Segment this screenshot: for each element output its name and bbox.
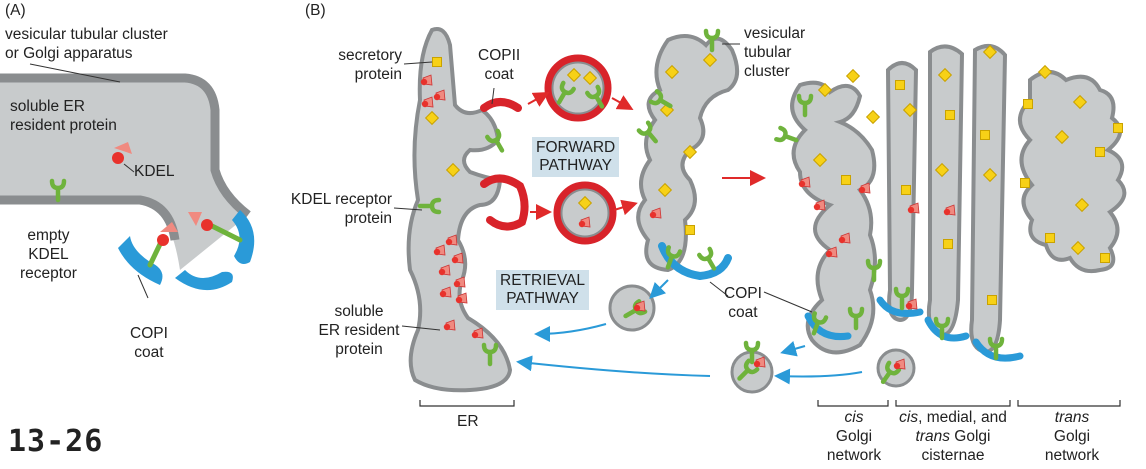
retrieval-arrows xyxy=(516,279,863,385)
copii-vesicle-1 xyxy=(544,54,612,122)
panel-a-membrane xyxy=(0,73,251,270)
copi-vesicle-3 xyxy=(878,348,916,386)
copii-vesicle-2 xyxy=(553,181,617,245)
cis-golgi-network xyxy=(790,80,877,355)
golgi-cisternae xyxy=(885,44,1008,355)
forward-arrows xyxy=(527,92,766,220)
panel-a-receptors xyxy=(52,181,243,268)
panel-a-soluble-protein xyxy=(112,142,135,173)
figure-number: 13-26 xyxy=(8,424,104,459)
brackets xyxy=(419,400,1121,407)
kdel-label: KDEL xyxy=(134,163,175,180)
trans-golgi-network xyxy=(1018,70,1127,274)
panel-a-tag: (A) xyxy=(5,2,26,19)
panel-b-tag: (B) xyxy=(305,2,326,19)
panel-a-leader-lines xyxy=(29,63,149,299)
copi-vesicle-1 xyxy=(608,284,656,332)
panel-a-copi-coat xyxy=(118,210,255,291)
er-label: ER xyxy=(457,413,479,430)
golgi-cisternae-label: cis, medial, and trans Golgi cisternae xyxy=(899,409,1007,464)
cargo-proteins xyxy=(425,45,1123,305)
leader-lines xyxy=(393,43,813,331)
copii-coats-er xyxy=(480,98,529,231)
